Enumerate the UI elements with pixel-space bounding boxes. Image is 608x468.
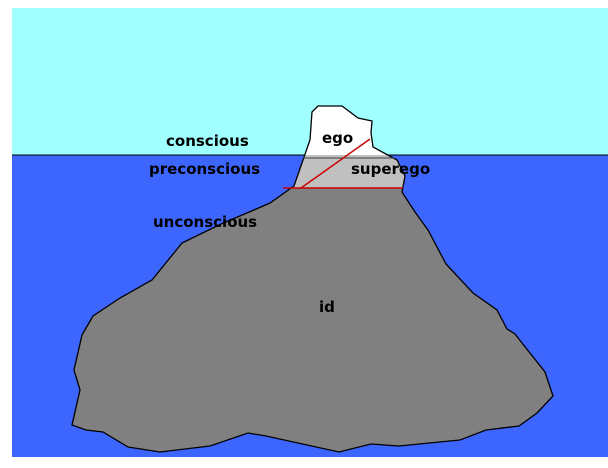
label-id: id [319,298,335,316]
label-conscious: conscious [166,132,249,150]
label-superego: superego [351,160,430,178]
label-unconscious: unconscious [153,213,257,231]
label-ego: ego [322,129,353,147]
label-preconscious: preconscious [149,160,260,178]
